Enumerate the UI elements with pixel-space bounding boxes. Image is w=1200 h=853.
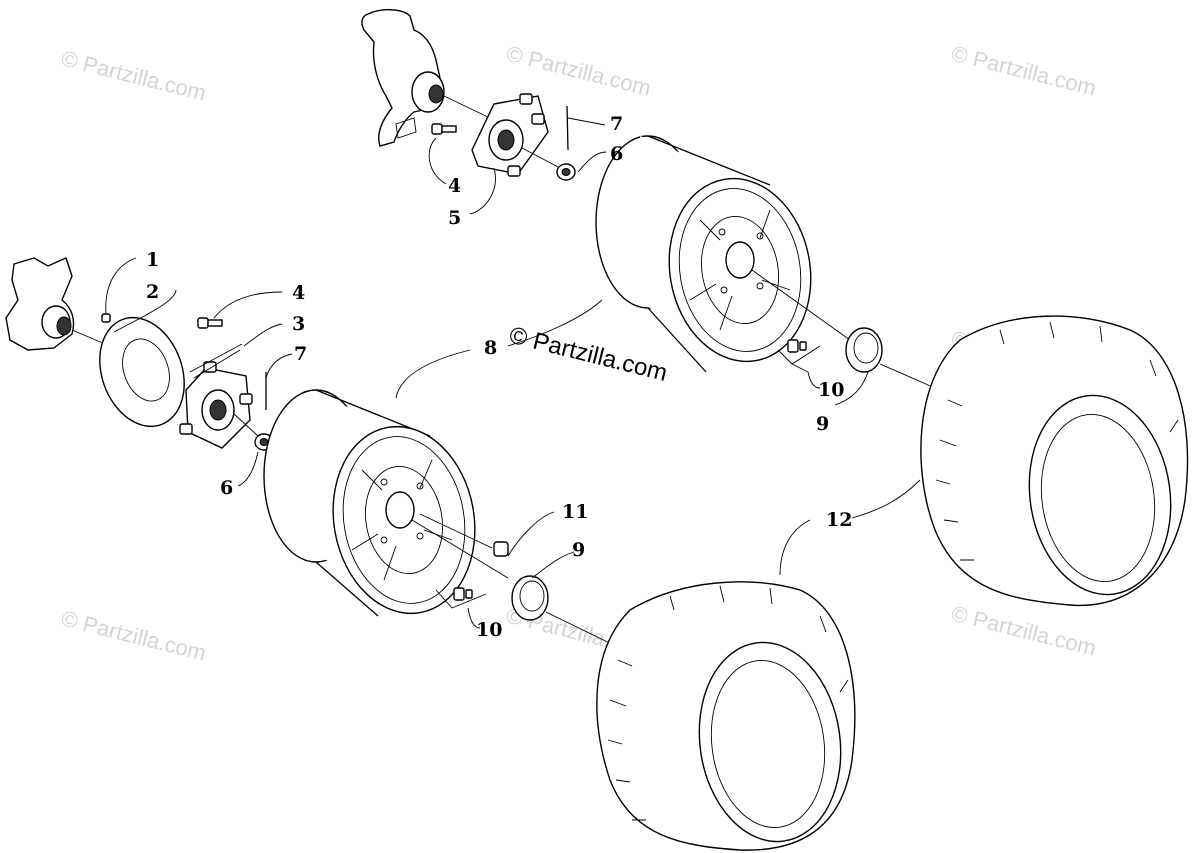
valve-stem-left xyxy=(453,587,473,601)
watermark-faint: © Partzilla.com xyxy=(504,41,654,101)
top-knuckle xyxy=(361,9,445,147)
left-bolt-4 xyxy=(197,317,223,329)
callout-2: 2 xyxy=(146,281,159,303)
left-screw-1 xyxy=(101,313,111,323)
tire-left xyxy=(596,581,856,851)
watermark-faint: © Partzilla.com xyxy=(949,41,1099,101)
callout-8: 8 xyxy=(484,337,497,359)
callout-4-top: 4 xyxy=(448,175,461,197)
left-hub xyxy=(179,361,253,449)
callout-10-top: 10 xyxy=(818,379,844,401)
left-knuckle xyxy=(5,257,75,351)
lug-nut-11 xyxy=(493,541,509,557)
callout-6-left: 6 xyxy=(220,477,233,499)
callout-7-left: 7 xyxy=(294,343,307,365)
callout-12: 12 xyxy=(826,509,852,531)
callout-6-top: 6 xyxy=(610,143,623,165)
brake-disc xyxy=(99,316,185,428)
callout-11: 11 xyxy=(562,501,588,523)
center-cap-top xyxy=(845,327,883,373)
callout-9-left: 9 xyxy=(572,539,585,561)
tire-top xyxy=(920,315,1189,607)
center-cap-left xyxy=(511,575,549,621)
valve-stem-top xyxy=(787,339,807,353)
callout-5: 5 xyxy=(448,207,461,229)
top-bolt-4 xyxy=(431,123,457,135)
rim-top xyxy=(595,135,812,373)
rim-left xyxy=(263,389,476,620)
watermark-main: © Partzilla.com xyxy=(507,322,670,387)
top-nut-6 xyxy=(556,163,576,181)
top-cotter-7 xyxy=(566,105,569,151)
callout-9-top: 9 xyxy=(816,413,829,435)
watermark-faint: © Partzilla.com xyxy=(949,601,1099,661)
watermark-faint: © Partzilla.com xyxy=(59,46,209,106)
top-axle-line xyxy=(443,95,491,119)
callout-labels: 1 2 3 4 7 6 7 6 4 5 8 10 9 11 12 9 10 xyxy=(146,113,852,641)
callout-3: 3 xyxy=(292,313,305,335)
watermark-faint: © Partzilla.com xyxy=(59,606,209,666)
callout-1: 1 xyxy=(146,249,159,271)
callout-4-left: 4 xyxy=(292,282,305,304)
callout-10-left: 10 xyxy=(476,619,502,641)
top-hub xyxy=(471,93,549,177)
callout-7-top: 7 xyxy=(610,113,623,135)
